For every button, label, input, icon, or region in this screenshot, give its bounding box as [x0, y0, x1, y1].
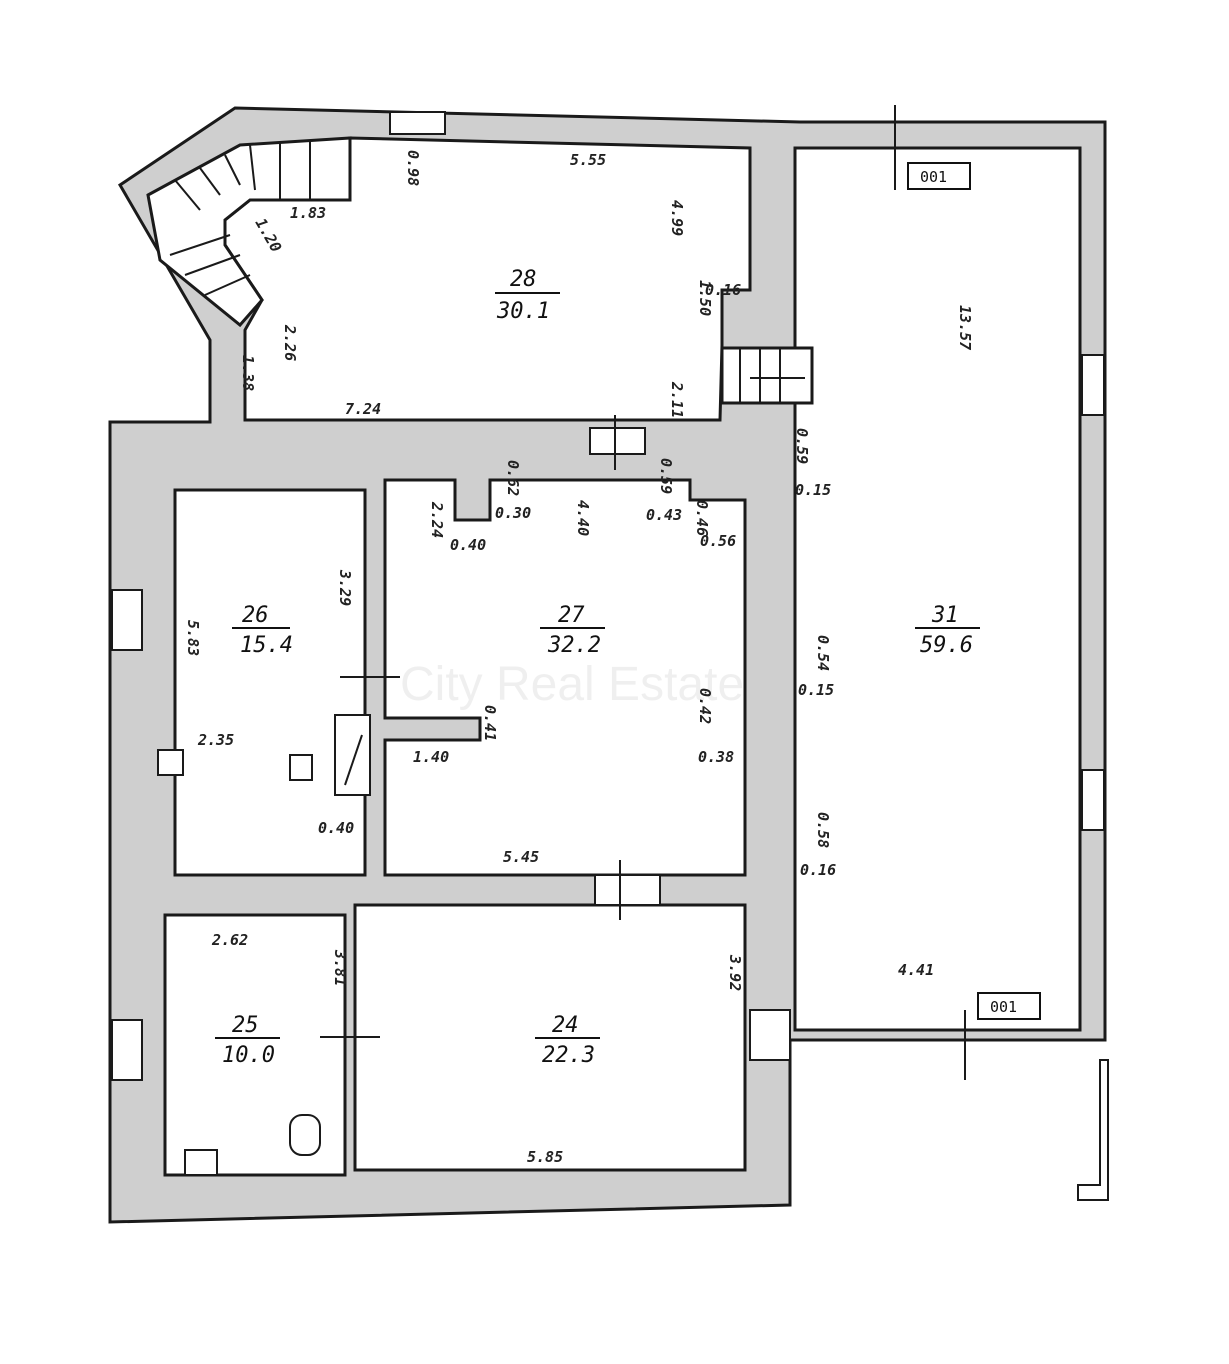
room-31-number: 31: [931, 603, 959, 628]
dimension: 2.24: [428, 501, 446, 538]
dimension: 1.50: [696, 280, 714, 316]
dimension: 0.30: [495, 504, 531, 522]
stair-treads: [169, 140, 805, 403]
dimension: 4.41: [898, 961, 934, 979]
room-28-area: 30.1: [496, 299, 550, 324]
dimension: 0.15: [798, 681, 834, 699]
stair-small: [720, 346, 814, 405]
dimension: 0.59: [793, 428, 811, 464]
dimension: 4.99: [668, 200, 686, 236]
room-24-area: 22.3: [542, 1043, 595, 1068]
dimension: 1.83: [290, 204, 326, 222]
room-25-area: 10.0: [222, 1043, 275, 1068]
room-24-number: 24: [552, 1013, 579, 1038]
room-26-area: 15.4: [240, 633, 293, 658]
room-27-number: 27: [558, 603, 585, 628]
dimension: 0.46: [693, 500, 711, 536]
room-26-floor: [173, 488, 367, 877]
dimension: 0.38: [698, 748, 734, 766]
dimension: 0.16: [800, 861, 836, 879]
unit-tag: 001: [977, 992, 1041, 1020]
dimension: 2.35: [197, 731, 234, 749]
heater-icon: [184, 1149, 218, 1176]
dimension: 0.42: [696, 688, 714, 724]
dimension: 0.56: [700, 532, 736, 550]
room-27-floor: [383, 478, 747, 877]
dimension: 0.15: [795, 481, 831, 499]
room-labels: [215, 292, 980, 1039]
dimension: 5.45: [503, 848, 539, 866]
door: [589, 427, 646, 455]
dimension: 3.29: [336, 569, 354, 606]
dimension: 13.57: [956, 305, 974, 350]
dimension: 5.83: [184, 620, 202, 656]
dimension: 0.54: [814, 635, 832, 671]
room-31-floor: [793, 146, 1082, 1032]
window: [1081, 769, 1105, 831]
door: [594, 874, 661, 906]
unit-tag-label: 001: [920, 168, 947, 186]
dimension: 0.58: [814, 812, 832, 848]
window: [389, 111, 446, 135]
dimensions: 5.55 4.99 0.98 1.83 1.20 2.26 1.38 7.24 …: [184, 150, 974, 1166]
dimension: 0.16: [705, 281, 741, 299]
dimension: 2.26: [281, 324, 299, 361]
dimension: 0.41: [481, 705, 499, 741]
window: [1081, 354, 1105, 416]
stair-area: [146, 136, 352, 328]
door: [749, 1009, 791, 1061]
dimension: 4.40: [574, 500, 592, 536]
room-28-number: 28: [510, 267, 537, 292]
room-25-number: 25: [232, 1013, 259, 1038]
dimension: 5.85: [527, 1148, 563, 1166]
openings: [111, 105, 1109, 1201]
dimension: 0.43: [646, 506, 682, 524]
fireplace: [334, 714, 371, 796]
dimension: 0.98: [404, 150, 422, 186]
dimension: 0.62: [504, 460, 522, 496]
unit-tag-label: 001: [990, 998, 1017, 1016]
watermark: City Real Estate: [400, 658, 744, 711]
dimension: 5.55: [570, 151, 606, 169]
window: [111, 589, 143, 651]
dimension: 2.11: [668, 381, 686, 418]
dimension: 1.38: [239, 355, 257, 391]
dimension: 0.59: [657, 458, 675, 494]
toilet-icon: [289, 1114, 321, 1156]
dimension: 7.24: [345, 400, 381, 418]
dimension: 0.40: [450, 536, 486, 554]
room-27-area: 32.2: [547, 633, 601, 658]
dimension: 3.81: [331, 949, 349, 986]
boiler-icon: [289, 754, 313, 781]
room-26-number: 26: [242, 603, 269, 628]
room-31-area: 59.6: [920, 633, 973, 658]
unit-tag: 001: [907, 162, 971, 190]
dimension: 0.40: [318, 819, 354, 837]
window: [111, 1019, 143, 1081]
dimension: 2.62: [211, 931, 248, 949]
dimension: 1.40: [413, 748, 449, 766]
dimension: 3.92: [726, 954, 744, 991]
